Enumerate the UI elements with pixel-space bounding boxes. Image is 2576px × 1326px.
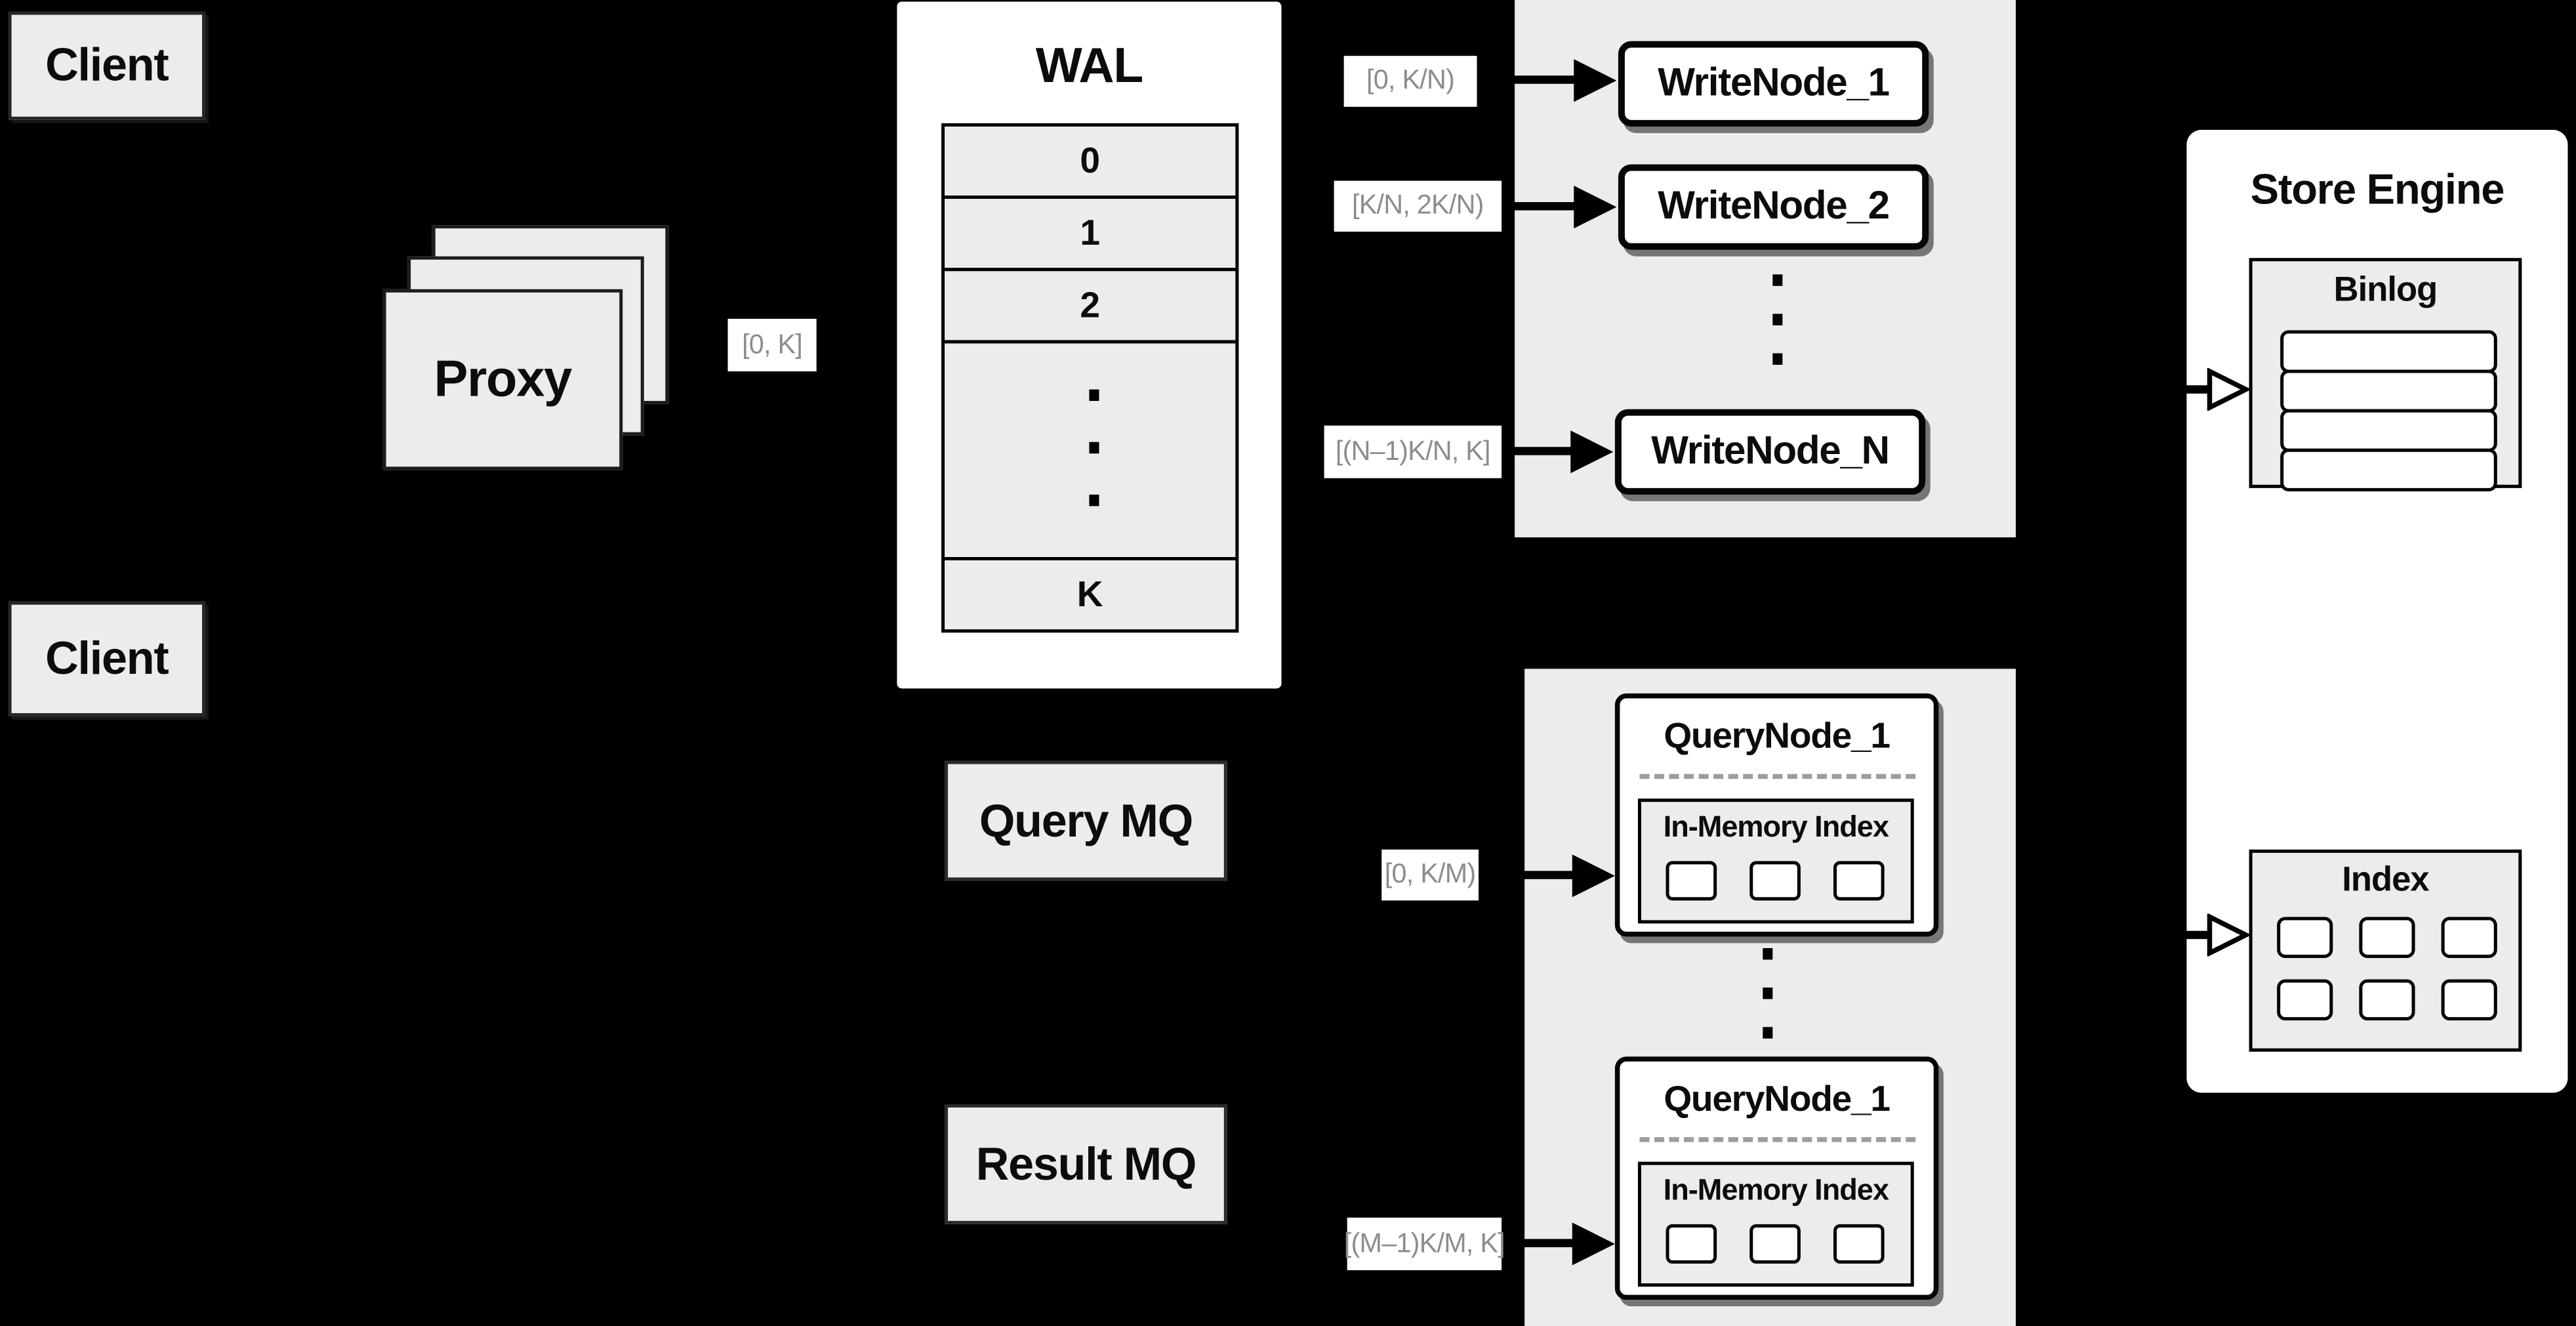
range-label-proxy-to-wal: [0, K]: [727, 318, 817, 372]
ellipsis-dot: [1763, 1027, 1773, 1039]
write-node-2: WriteNode_2: [1618, 164, 1929, 250]
range-label-writenode-n: [(N–1)K/N, K]: [1324, 425, 1502, 478]
arrow-head-to-querynode-m: [1572, 1222, 1615, 1266]
query-node-top-title: QueryNode_1: [1664, 715, 1891, 756]
index-title: Index: [2342, 861, 2429, 899]
dashed-separator: [1639, 774, 1916, 779]
arrow-head-to-writenode-1: [1574, 59, 1617, 102]
query-mq-node: Query MQ: [945, 760, 1227, 881]
in-memory-index-title-bottom: In-Memory Index: [1663, 1172, 1889, 1206]
binlog-row: [2280, 448, 2497, 491]
client-node-bottom: Client: [8, 601, 206, 716]
store-engine-panel: Store Engine Binlog Index: [2186, 129, 2568, 1093]
wal-segment-1: 1: [941, 196, 1239, 272]
query-node-bottom: QueryNode_1 In-Memory Index: [1614, 1056, 1939, 1300]
arrow-head-to-writenode-n: [1570, 430, 1614, 474]
ellipsis-dot: [1089, 494, 1099, 507]
proxy-node: Proxy: [382, 289, 623, 470]
write-node-1: WriteNode_1: [1618, 41, 1929, 127]
arrow-shaft-to-querynode-m: [1502, 1239, 1574, 1247]
result-mq-label: Result MQ: [975, 1138, 1197, 1189]
in-memory-index-title-top: In-Memory Index: [1663, 809, 1889, 842]
index-cell: [2359, 979, 2415, 1021]
binlog-title: Binlog: [2333, 271, 2438, 309]
ellipsis-dot: [1772, 314, 1783, 325]
range-label-writenode-1: [0, K/N): [1343, 56, 1477, 107]
memory-index-cell: [1666, 1224, 1717, 1264]
binlog-row: [2280, 369, 2497, 413]
memory-index-cell: [1749, 861, 1801, 901]
query-mq-label: Query MQ: [979, 794, 1193, 846]
write-node-n-label: WriteNode_N: [1651, 428, 1890, 474]
binlog-row: [2280, 330, 2497, 373]
open-arrow-to-index: [2184, 913, 2251, 957]
client-bottom-label: Client: [45, 632, 169, 684]
arrow-head-to-querynode-1: [1572, 854, 1615, 898]
ellipsis-dot: [1772, 274, 1783, 286]
client-top-label: Client: [45, 39, 169, 91]
index-cell: [2277, 917, 2333, 959]
memory-index-cell: [1749, 1224, 1801, 1264]
binlog-rows: [2280, 330, 2497, 491]
wal-segment-2: 2: [941, 268, 1239, 344]
index-cell: [2277, 979, 2333, 1021]
client-node-top: Client: [8, 11, 206, 120]
memory-index-cell: [1666, 861, 1717, 901]
arrow-head-to-writenode-2: [1574, 186, 1617, 229]
range-label-querynode-1: [0, K/M): [1381, 849, 1479, 901]
arrow-shaft-to-writenode-2: [1502, 202, 1576, 211]
arrow-shaft-to-writenode-1: [1477, 75, 1576, 84]
in-memory-index-box-top: In-Memory Index: [1637, 798, 1914, 924]
proxy-label: Proxy: [434, 350, 573, 408]
result-mq-node: Result MQ: [945, 1104, 1227, 1224]
store-engine-title: Store Engine: [2250, 163, 2505, 213]
wal-segment-k: K: [941, 557, 1239, 633]
index-cell: [2359, 917, 2415, 959]
write-node-2-label: WriteNode_2: [1658, 184, 1890, 229]
arrow-shaft-to-querynode-1: [1479, 871, 1574, 879]
wal-panel: WAL 0 1 2 K: [897, 1, 1282, 689]
memory-index-cell: [1833, 1224, 1885, 1264]
write-node-1-label: WriteNode_1: [1658, 60, 1890, 106]
in-memory-index-box-bottom: In-Memory Index: [1637, 1161, 1914, 1287]
binlog-row: [2280, 409, 2497, 452]
memory-index-cell: [1833, 861, 1885, 901]
dashed-separator: [1639, 1137, 1916, 1142]
wal-title: WAL: [1035, 39, 1143, 94]
ellipsis-dot: [1763, 987, 1773, 999]
query-node-top: QueryNode_1 In-Memory Index: [1614, 693, 1939, 937]
ellipsis-dot: [1763, 948, 1773, 960]
ellipsis-dot: [1772, 353, 1783, 365]
ellipsis-dot: [1089, 389, 1099, 402]
range-label-querynode-m: [(M–1)K/M, K]: [1344, 1217, 1505, 1270]
index-box: Index: [2249, 849, 2522, 1052]
index-cell: [2441, 917, 2497, 959]
index-cell: [2441, 979, 2497, 1021]
binlog-box: Binlog: [2249, 258, 2522, 491]
arrow-shaft-to-writenode-n: [1502, 447, 1572, 455]
range-label-writenode-2: [K/N, 2K/N): [1334, 180, 1502, 232]
query-node-bottom-title: QueryNode_1: [1664, 1077, 1891, 1119]
open-arrow-to-binlog: [2184, 367, 2251, 411]
write-node-n: WriteNode_N: [1614, 409, 1926, 495]
wal-segment-ellipsis: [941, 340, 1239, 561]
ellipsis-dot: [1089, 442, 1099, 454]
wal-segment-0: 0: [941, 123, 1239, 199]
